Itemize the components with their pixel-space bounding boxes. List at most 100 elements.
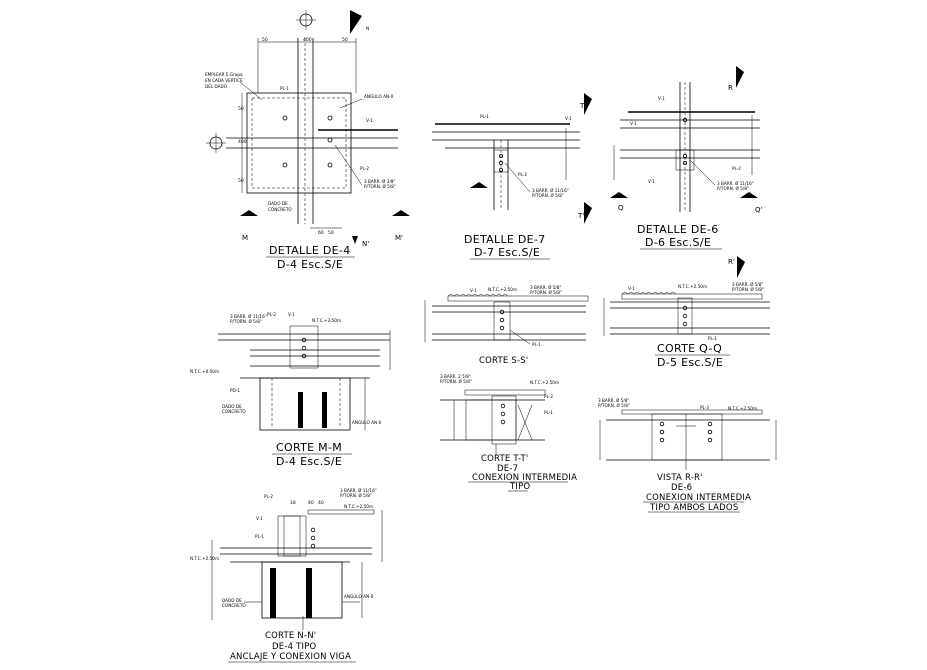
de6-v1-bottom: V-1 (648, 179, 655, 184)
angle-note: ANGULO AN-0 (364, 94, 394, 99)
ref-qq: D-5 Esc.S/E (657, 356, 723, 369)
mm-npt2: N.T.C.+0.00m (190, 369, 219, 374)
qq-bars-0: 3 BARR. Ø 5/8" (732, 282, 763, 287)
de6-v1-top: V-1 (658, 96, 665, 101)
sub2-tt: TIPO (509, 482, 530, 492)
de7-bars-0: 3 BARR. Ø 11/16" (532, 188, 569, 193)
mm-dado-0: DADO DE (222, 404, 242, 409)
nn-dado (261, 561, 343, 619)
de6-bars-0: 3 BARR. Ø 11/16" (717, 181, 754, 186)
tt-pl2: PL-2 (544, 394, 553, 399)
nn-bars-0: 3 BARR. Ø 11/16" (340, 488, 377, 493)
side-dim-0: 50 (238, 106, 244, 112)
de6-bars-1: P/TORN. Ø 5/8" (717, 186, 749, 191)
qq-v1: V-1 (628, 286, 635, 291)
title-rr: VISTA R-R' (657, 473, 703, 483)
ref-tt: DE-7 (497, 464, 518, 474)
dim-top-1: 400 (303, 37, 312, 43)
concrete-dado-outline (246, 92, 352, 194)
nn-dim-1: 40 (308, 500, 314, 506)
ss-pl1: PL-1 (532, 342, 541, 347)
title-ss: CORTE S-S' (479, 356, 528, 366)
section-rr: 3 BARR. Ø 5/8" P/TORN. Ø 5/8" N.T.C.+2.5… (598, 398, 777, 513)
sec-q-prime: Q' (755, 206, 763, 214)
dim-top-2: 50 (342, 37, 348, 43)
sub-tt: CONEXION INTERMEDIA (472, 473, 577, 483)
nn-bars-1: P/TORN. Ø 5/8" (340, 493, 372, 498)
nn-npt-left: N.T.C.+2.50m (190, 556, 219, 561)
side-dim-2: 50 (238, 178, 244, 184)
ss-npt: N.T.C.+2.50m (488, 287, 517, 292)
nn-angle: ANGULO AN-0 (344, 594, 374, 599)
ref-nn: DE-4 TIPO (272, 642, 317, 652)
tt-pl1: PL-1 (544, 410, 553, 415)
title-de6: DETALLE DE-6 (637, 223, 719, 236)
de6-pl2: PL-2 (732, 166, 741, 171)
pl2-label: PL-2 (360, 166, 369, 171)
sec-m-left: M (242, 234, 248, 242)
mm-npt: N.T.C.+2.50m (312, 318, 341, 323)
title-de4: DETALLE DE-4 (269, 244, 351, 257)
mm-bars-0: 3 BARR. Ø 11/16" (230, 314, 267, 319)
dim-top-0: 50 (262, 37, 268, 43)
rr-pl3: PL-3 (700, 405, 709, 410)
bars-1: P/TORN. Ø 5/8" (364, 184, 396, 189)
title-tt: CORTE T-T' (481, 454, 528, 464)
note-1: EN CADA VERTICE (205, 78, 243, 83)
ref-mm: D-4 Esc.S/E (276, 455, 342, 468)
section-marker-left (206, 133, 226, 153)
ss-bars-0: 3 BARR. Ø 5/8" (530, 285, 561, 290)
section-tt: 3 BARR. 2 5/8" P/TORN. Ø 5/8" N.T.C.+2.5… (440, 374, 577, 492)
de7-v1: V-1 (565, 116, 572, 121)
dim-bottom-0: 60 (318, 230, 324, 236)
tt-bars-0: 3 BARR. 2 5/8" (440, 374, 471, 379)
title-qq: CORTE Q-Q (657, 342, 722, 355)
sub-rr: CONEXION INTERMEDIA (646, 493, 751, 503)
de7-pl2: PL-2 (518, 172, 527, 177)
detail-de4: N 50 400 50 50 400 50 (205, 10, 410, 271)
mm-angle: ANGULO AN-0 (352, 420, 382, 425)
nn-pl1: PL-1 (255, 534, 264, 539)
de6-v1-left: V-1 (630, 121, 637, 126)
de7-pl1: PL-1 (480, 114, 489, 119)
sub-nn: ANCLAJE Y CONEXION VIGA (230, 652, 351, 662)
ss-bars-1: P/TORN. Ø 5/8" (530, 290, 562, 295)
sec-q: Q (618, 204, 624, 212)
sec-m-right: M' (395, 234, 403, 242)
mm-bars-1: P/TORN. Ø 5/8" (230, 319, 262, 324)
nn-dim-2: 40 (318, 500, 324, 506)
section-nn: 3 BARR. Ø 11/16" P/TORN. Ø 5/8" PL-2 V-1… (190, 488, 383, 663)
note-0: EMPLEAR E.Grapa (205, 72, 243, 77)
nn-pl2: PL-2 (264, 494, 273, 499)
nn-npt: N.T.C.+2.50m (344, 504, 373, 509)
sec-n-prime: N' (362, 240, 369, 248)
qq-npt: N.T.C.+2.50m (678, 284, 707, 289)
sec-t-prime: T' (577, 212, 584, 220)
ref-de7: D-7 Esc.S/E (474, 246, 540, 259)
section-marker-n: N (296, 10, 369, 34)
sec-t: T (579, 102, 585, 110)
bars-0: 3 BARR. Ø 3/8" (364, 179, 395, 184)
ref-rr: DE-6 (671, 483, 692, 493)
nn-v1: V-1 (256, 516, 263, 521)
rr-bars-1: P/TORN. Ø 5/8" (598, 403, 630, 408)
nn-dado-1: CONCRETO (222, 603, 246, 608)
ss-v1: V-1 (470, 288, 477, 293)
mm-dado-1: CONCRETO (222, 409, 246, 414)
mm-pd: PD-1 (230, 388, 240, 393)
section-qq: N.T.C.+2.50m 3 BARR. Ø 5/8" P/TORN. Ø 5/… (603, 282, 770, 369)
qq-bars-1: P/TORN. Ø 5/8" (732, 287, 764, 292)
qq-pl1: PL-1 (708, 336, 717, 341)
side-dim-1: 400 (238, 139, 247, 145)
pl1-label: PL-1 (280, 86, 289, 91)
sub2-rr: TIPO AMBOS LADOS (649, 503, 738, 513)
ref-de6: D-6 Esc.S/E (645, 236, 711, 249)
title-mm: CORTE M-M (276, 441, 342, 454)
sec-r-prime: R' (728, 258, 735, 266)
rr-npt: N.T.C.+2.50m (728, 406, 757, 411)
de7-bars-1: P/TORN. Ø 5/8" (532, 193, 564, 198)
v1-label: V-1 (366, 118, 373, 123)
north-label: N (366, 26, 369, 32)
section-ss: N.T.C.+2.50m 3 BARR. Ø 5/8" P/TORN. Ø 5/… (424, 285, 589, 366)
